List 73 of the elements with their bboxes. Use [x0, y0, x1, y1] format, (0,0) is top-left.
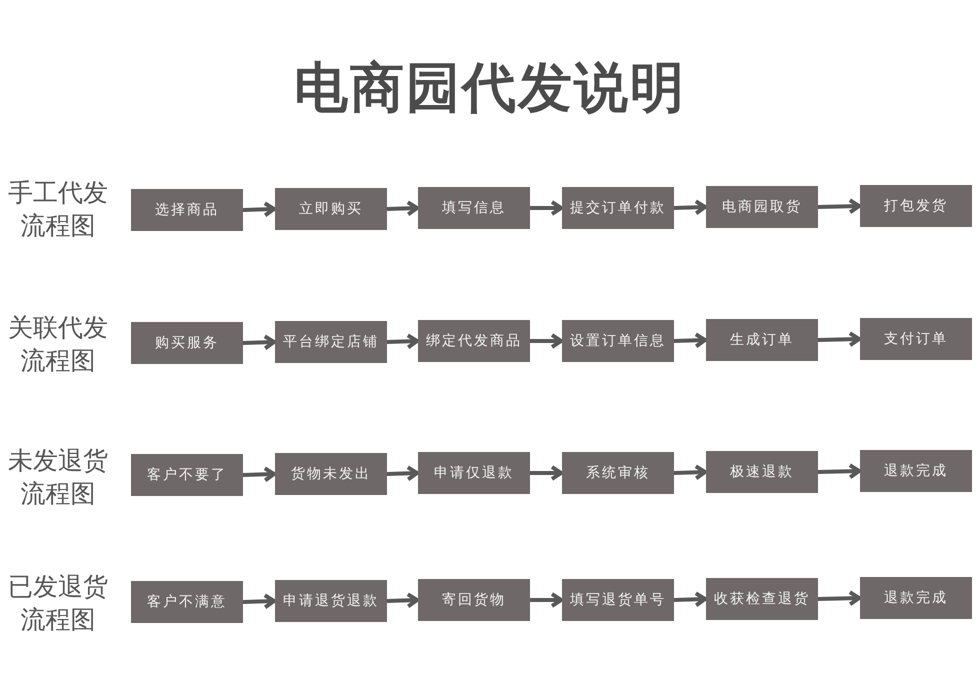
step-text: 立即购买	[299, 200, 363, 218]
process-box	[860, 185, 972, 227]
process-box	[418, 187, 530, 229]
step-text: 选择商品	[155, 201, 219, 219]
process-box	[131, 189, 243, 231]
arrow	[818, 331, 861, 348]
process-box	[275, 321, 387, 363]
arrow	[818, 590, 861, 606]
step-text: 设置订单信息	[570, 332, 666, 350]
title: 电商园代发说明	[293, 55, 687, 121]
process-box	[706, 319, 818, 361]
step-text: 申请退货退款	[283, 592, 379, 610]
process-box	[418, 579, 530, 621]
step-text: 系统审核	[586, 464, 650, 482]
process-box	[706, 186, 818, 228]
step-text: 平台绑定店铺	[283, 333, 379, 351]
arrow	[386, 200, 419, 216]
step-text: 提交订单付款	[570, 199, 666, 217]
process-box	[562, 452, 674, 494]
step-text: 生成订单	[730, 331, 794, 349]
process-box	[418, 320, 530, 362]
arrow	[674, 332, 707, 348]
step-text: 极速退款	[730, 463, 794, 481]
arrow	[818, 463, 861, 480]
step-text: 货物未发出	[291, 465, 371, 483]
arrow	[242, 334, 276, 350]
process-box	[706, 578, 818, 620]
process-box	[860, 577, 972, 619]
step-text: 电商园取货	[722, 198, 802, 216]
arrow	[242, 201, 276, 218]
arrow	[386, 465, 419, 482]
arrow	[386, 333, 419, 350]
arrow	[530, 333, 563, 349]
step-text: 客户不满意	[147, 593, 227, 611]
row-heading: 未发退货流程图	[7, 445, 109, 510]
arrow	[530, 200, 563, 216]
arrow	[818, 198, 861, 214]
step-text: 支付订单	[884, 330, 948, 348]
process-box	[275, 453, 387, 495]
process-box	[706, 451, 818, 493]
arrow	[530, 465, 563, 481]
process-box	[418, 452, 530, 494]
step-text: 收获检查退货	[714, 590, 810, 608]
process-box	[860, 450, 972, 492]
process-box	[275, 580, 387, 622]
row-heading: 关联代发流程图	[7, 312, 109, 377]
arrow	[674, 464, 707, 480]
process-box	[860, 318, 972, 360]
process-box	[275, 188, 387, 230]
process-box	[131, 454, 243, 496]
step-text: 退款完成	[884, 462, 948, 480]
step-text: 退款完成	[884, 589, 948, 607]
step-text: 填写退货单号	[570, 591, 666, 609]
process-box	[562, 320, 674, 362]
row-heading: 手工代发流程图	[7, 177, 109, 242]
step-text: 寄回货物	[442, 591, 506, 609]
arrow	[530, 592, 563, 608]
arrow	[242, 466, 276, 482]
process-box	[131, 581, 243, 623]
step-text: 绑定代发商品	[426, 332, 522, 350]
arrow	[386, 592, 419, 608]
step-text: 购买服务	[155, 334, 219, 352]
process-box	[562, 579, 674, 621]
step-text: 打包发货	[884, 197, 948, 215]
step-text: 填写信息	[442, 199, 506, 217]
process-box	[562, 187, 674, 229]
process-box	[131, 322, 243, 364]
row-heading: 已发退货流程图	[7, 571, 109, 636]
arrow	[674, 199, 707, 216]
arrow	[674, 591, 707, 608]
step-text: 客户不要了	[147, 466, 227, 484]
arrow	[242, 593, 276, 610]
step-text: 申请仅退款	[434, 464, 514, 482]
